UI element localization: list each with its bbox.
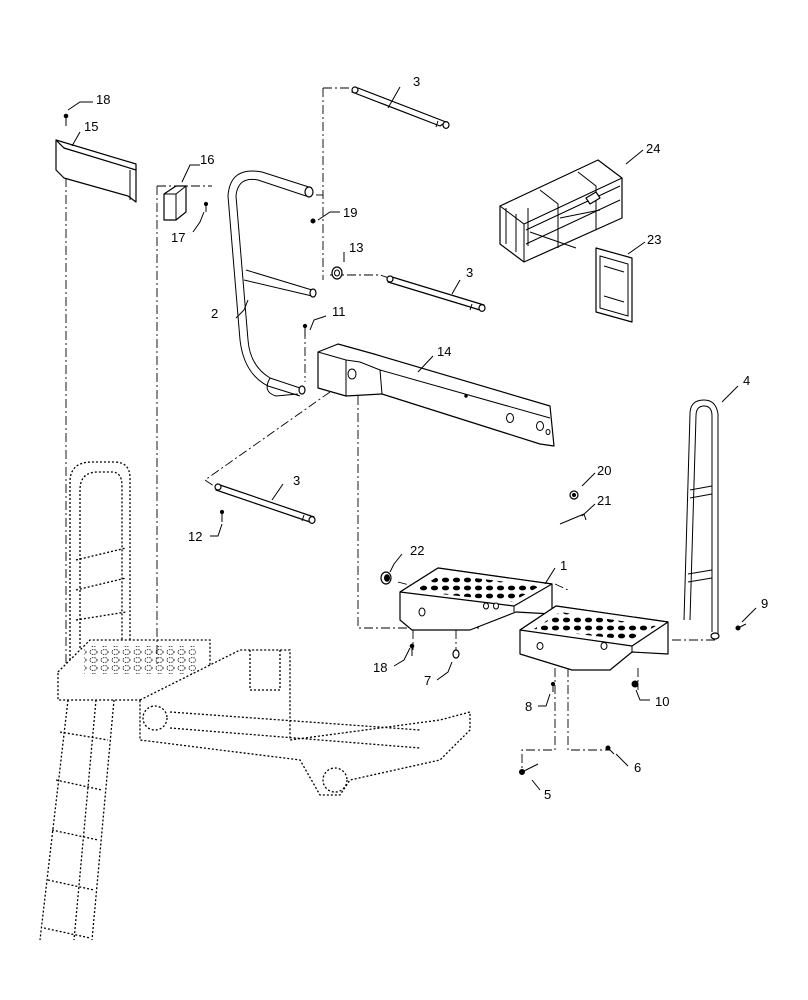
part-10-nut bbox=[631, 680, 639, 688]
part-21-pin bbox=[559, 513, 587, 525]
part-18-screw-lower bbox=[409, 643, 415, 656]
part-18-screw-upper bbox=[63, 113, 69, 126]
callout-10: 10 bbox=[655, 694, 669, 709]
callout-3-lower: 3 bbox=[293, 473, 300, 488]
callout-3-middle: 3 bbox=[466, 265, 473, 280]
part-9-screw bbox=[735, 623, 747, 631]
step-assembly-lower bbox=[519, 605, 669, 671]
part-16-bracket bbox=[163, 185, 187, 221]
part-20-nut bbox=[569, 490, 579, 500]
part-19-pin bbox=[310, 218, 316, 224]
callout-16: 16 bbox=[200, 152, 214, 167]
part-7-spacer bbox=[452, 649, 460, 659]
part-22-bushing bbox=[380, 571, 392, 585]
callout-12: 12 bbox=[188, 529, 202, 544]
callout-24: 24 bbox=[646, 141, 660, 156]
callout-7: 7 bbox=[424, 673, 431, 688]
callout-20: 20 bbox=[597, 463, 611, 478]
callout-14: 14 bbox=[437, 344, 451, 359]
callout-11: 11 bbox=[332, 304, 346, 319]
callout-21: 21 bbox=[597, 493, 611, 508]
phantom-platform-assembly bbox=[39, 461, 471, 941]
callout-17: 17 bbox=[171, 230, 185, 245]
part-24-crate bbox=[499, 159, 623, 263]
part-17-screw bbox=[203, 201, 209, 212]
callout-19: 19 bbox=[343, 205, 357, 220]
callout-9: 9 bbox=[761, 596, 768, 611]
callout-labels: 1 2 3 3 3 4 5 6 7 8 9 10 11 12 13 14 15 … bbox=[84, 74, 768, 802]
callout-23: 23 bbox=[647, 232, 661, 247]
callout-13: 13 bbox=[349, 240, 363, 255]
part-2-handrail bbox=[227, 170, 317, 397]
part-8-screw bbox=[550, 681, 556, 692]
part-11-pin bbox=[302, 323, 308, 336]
part-1-step bbox=[399, 567, 553, 631]
assembly-centerlines bbox=[65, 87, 716, 770]
part-3-shaft-middle bbox=[386, 275, 486, 313]
callout-6: 6 bbox=[634, 760, 641, 775]
callout-3-top: 3 bbox=[413, 74, 420, 89]
callout-8: 8 bbox=[525, 699, 532, 714]
part-13-bushing bbox=[331, 266, 343, 280]
part-4-handrail-upright bbox=[683, 399, 720, 640]
callout-2: 2 bbox=[211, 306, 218, 321]
part-6-bolt bbox=[605, 745, 615, 755]
callout-leaders bbox=[67, 86, 757, 791]
part-3-shaft-top bbox=[351, 86, 450, 129]
callout-18-top: 18 bbox=[96, 92, 110, 107]
callout-15: 15 bbox=[84, 119, 98, 134]
callout-4: 4 bbox=[743, 373, 750, 388]
part-14-arm-beam bbox=[317, 343, 555, 447]
callout-18-bottom: 18 bbox=[373, 660, 387, 675]
part-15-side-plate bbox=[55, 139, 137, 203]
part-5-bolt bbox=[519, 763, 539, 775]
callout-5: 5 bbox=[544, 787, 551, 802]
part-23-manual bbox=[595, 247, 633, 323]
part-3-shaft-lower bbox=[214, 483, 316, 524]
part-12-pin bbox=[219, 509, 225, 522]
callout-22: 22 bbox=[410, 543, 424, 558]
callout-1: 1 bbox=[560, 558, 567, 573]
